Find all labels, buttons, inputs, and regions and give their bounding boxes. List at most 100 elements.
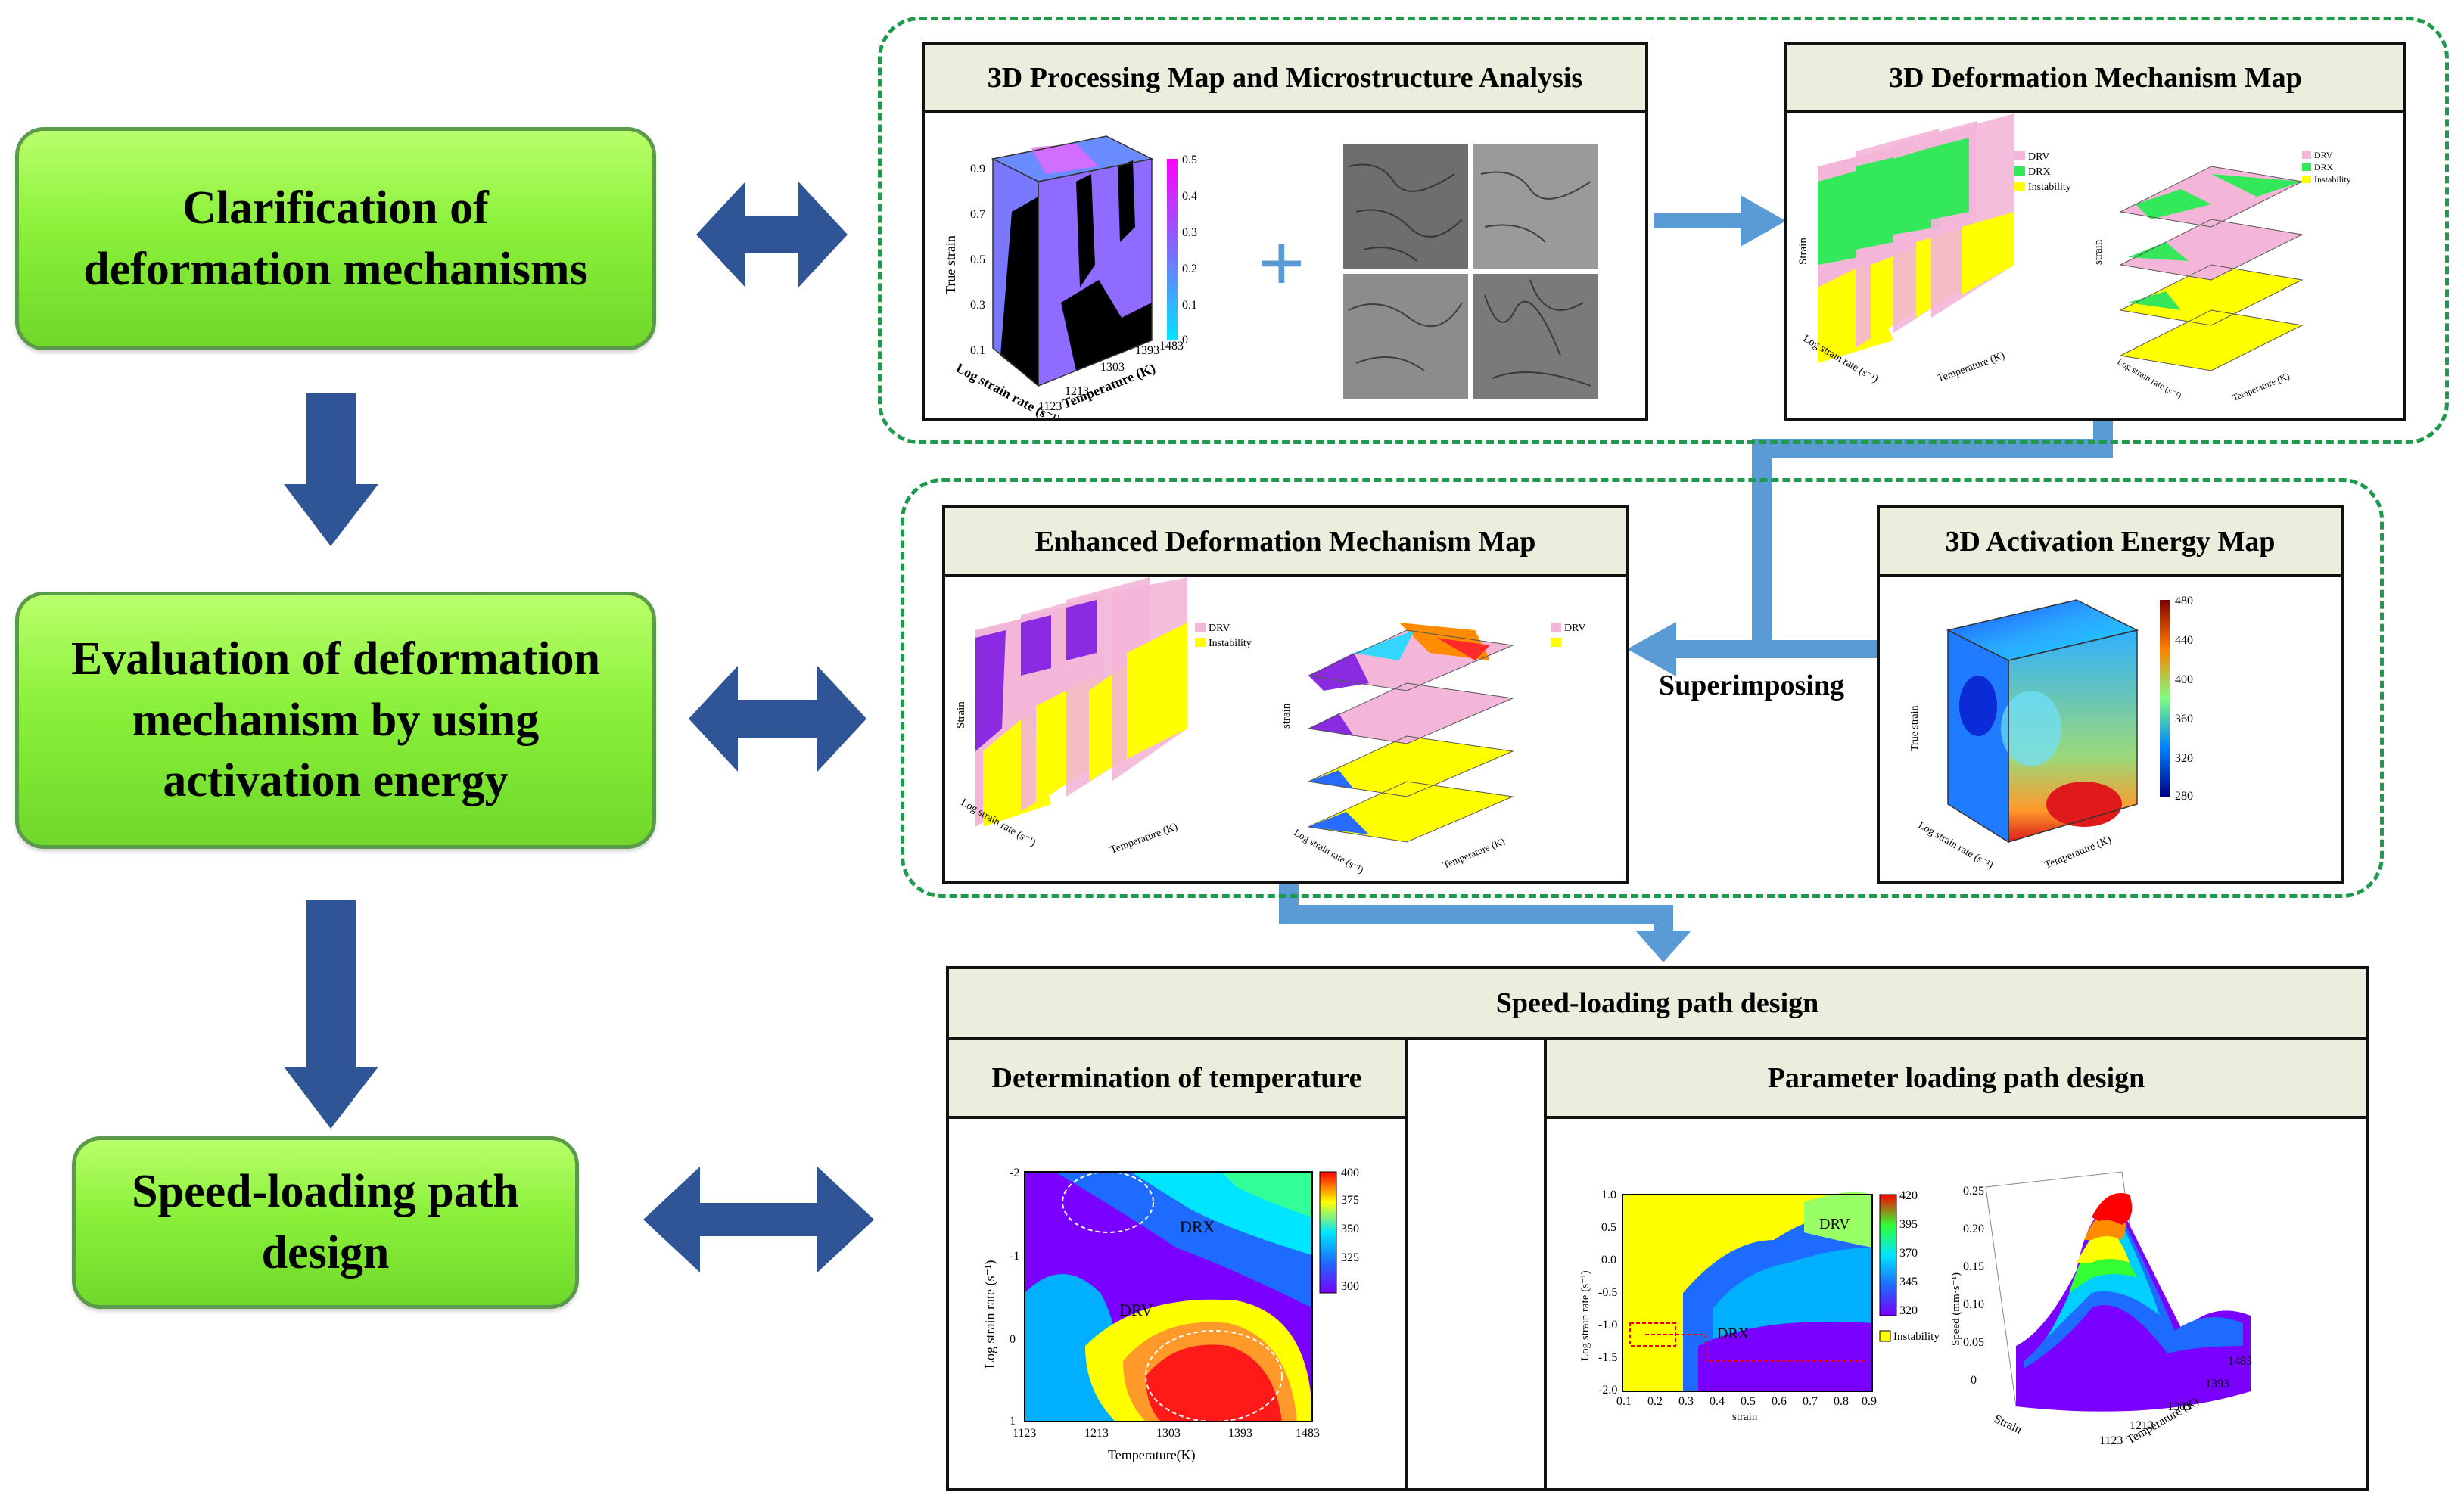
colorbar-label: 325 (1341, 1251, 1359, 1264)
temperature-figure: DRX DRV 400 375 350 325 300 -2 -1 0 1 11… (982, 1167, 1359, 1463)
zlabel: True strain (1909, 705, 1921, 751)
panel-temperature: DRX DRV 400 375 350 325 300 -2 -1 0 1 11… (946, 1116, 1408, 1491)
double-arrow-3 (643, 1167, 874, 1272)
panel-title-temperature: Determination of temperature (946, 1037, 1408, 1119)
xlabel: strain (1732, 1411, 1758, 1423)
colorbar-label: 350 (1341, 1223, 1359, 1235)
legend-item: Instability (1893, 1331, 1940, 1343)
speed-surface (1985, 1171, 2251, 1412)
colorbar (1167, 159, 1178, 340)
colorbar-label: 360 (2175, 713, 2193, 726)
ytick: -2 (1010, 1167, 1019, 1179)
colorbar-labels: 400 375 350 325 300 (1341, 1167, 1359, 1293)
xtick: 0.2 (1647, 1395, 1663, 1408)
colorbar-label: 480 (2175, 595, 2193, 608)
ylabel-right: Temperature (K) (1442, 835, 1507, 870)
xtick: 0.6 (1772, 1395, 1787, 1408)
ztick: 0.10 (1963, 1298, 1984, 1311)
ylabel-left: Temperature (K) (1109, 822, 1179, 856)
ylabel-left: Temperature (K) (1936, 350, 2006, 385)
region-label: DRV (1819, 1216, 1850, 1232)
enhanced-planes (1307, 623, 1514, 843)
ztick: 0.15 (1963, 1260, 1984, 1273)
arrow-to-deformation-map (1654, 195, 1786, 247)
xtick: 0.4 (1710, 1395, 1725, 1408)
processing-map-figure: True strain 0.9 0.7 0.5 0.3 0.1 Log stra… (943, 135, 1598, 428)
colorbar-labels: 0.5 0.4 0.3 0.2 0.1 0 (1182, 154, 1197, 346)
processing-cube (991, 135, 1154, 387)
legend-item: Instability (2028, 182, 2071, 193)
yticks: 1.0 0.5 0.0 -0.5 -1.0 -1.5 -2.0 (1598, 1189, 1617, 1397)
xtick: 0.1 (1616, 1395, 1632, 1408)
xtick: 0.8 (1834, 1395, 1849, 1408)
deformation-planes (2119, 166, 2304, 371)
xticks: 0.1 0.2 0.3 0.4 0.5 0.6 0.7 0.8 0.9 (1616, 1395, 1877, 1408)
panel-title-deformation: 3D Deformation Mechanism Map (1784, 42, 2406, 113)
xtick: 1303 (1156, 1427, 1181, 1440)
parameter-figure: DRV DRX 420 395 370 345 320 Instability … (1579, 1171, 2252, 1447)
double-arrow-2 (689, 666, 866, 772)
ytick: 1123 (2099, 1434, 2123, 1447)
down-arrow-1 (284, 393, 378, 546)
connector-vertical (1752, 439, 1772, 658)
stage-line: deformation mechanisms (83, 243, 588, 295)
micrographs (1343, 144, 1598, 399)
legend-deformation: DRV DRX Instability (2014, 151, 2071, 193)
arrow-to-speed-loading (1635, 905, 1691, 962)
panel-title-activation: 3D Activation Energy Map (1877, 505, 2344, 577)
speed-xlabel: Strain (1992, 1412, 2024, 1437)
colorbar (1319, 1171, 1337, 1294)
colorbar-label: 300 (1341, 1280, 1359, 1293)
plus-sign: + (1258, 217, 1305, 309)
ytick: 1483 (2228, 1355, 2252, 1368)
legend-item: Instability (1209, 638, 1252, 649)
ztick: 0.9 (970, 163, 985, 176)
panel-title-enhanced: Enhanced Deformation Mechanism Map (942, 505, 1629, 577)
legend-enhanced-left: DRV Instability (1195, 623, 1252, 649)
xtick: 0.5 (1741, 1395, 1756, 1408)
stage-line: design (261, 1227, 390, 1279)
ytick: -2.0 (1598, 1384, 1617, 1397)
legend-deformation-right: DRV DRX Instability (2302, 150, 2351, 185)
down-arrow-2 (284, 900, 378, 1129)
ylabel: Log strain rate (s⁻¹) (1579, 1271, 1591, 1361)
ztick: 0.7 (970, 208, 985, 221)
colorbar-label: 370 (1899, 1247, 1918, 1260)
connector-enhanced-right (1279, 905, 1672, 924)
deformation-map-figure: DRV DRX Instability Strain Log strain ra… (1797, 113, 2351, 403)
colorbar-label: 280 (2175, 790, 2193, 803)
xlabel: Log strain rate (s⁻¹) (1916, 819, 1995, 872)
ztick: 0.05 (1963, 1336, 1984, 1349)
enhanced-map-figure: DRV Instability Strain Log strain rate (… (955, 577, 1585, 875)
colorbar (1879, 1194, 1897, 1316)
activation-map-figure: 480 440 400 360 320 280 True strain Log … (1909, 595, 2193, 872)
ytick: 1393 (1135, 344, 1159, 357)
legend-item: DRV (1564, 623, 1585, 634)
ytick: -0.5 (1598, 1286, 1617, 1299)
legend-swatch (1879, 1330, 1891, 1342)
legend-enhanced-right: DRV (1551, 623, 1585, 647)
ztick: 0.5 (970, 253, 985, 266)
zlabel-right: strain (1280, 703, 1293, 729)
colorbar-label: 440 (2175, 634, 2193, 647)
enhanced-slices (975, 577, 1187, 827)
ytick: 1393 (2205, 1378, 2229, 1391)
xtick: 0.7 (1803, 1395, 1818, 1408)
colorbar-label: 400 (1341, 1167, 1359, 1179)
colorbar-label: 0.3 (1182, 226, 1197, 239)
region-label: DRV (1119, 1300, 1153, 1319)
legend-item: DRX (2314, 162, 2334, 172)
ylabel: Temperature (K) (2043, 834, 2114, 872)
superimposing-label: Superimposing (1659, 670, 1844, 701)
ztick: 0.25 (1963, 1185, 1984, 1198)
xtick: 1483 (1296, 1427, 1320, 1440)
panel-activation-map: 480 440 400 360 320 280 True strain Log … (1877, 574, 2344, 884)
panel-title-parameter: Parameter loading path design (1544, 1037, 2369, 1119)
xtick: 1393 (1228, 1427, 1252, 1440)
activation-cube (1946, 599, 2139, 844)
zlabel-left: Strain (1797, 238, 1809, 265)
panel-processing-map: True strain 0.9 0.7 0.5 0.3 0.1 Log stra… (922, 110, 1648, 428)
yticks: 1123 1213 1303 1393 1483 (1038, 340, 1184, 413)
colorbar-labels: 420 395 370 345 320 (1899, 1189, 1918, 1317)
